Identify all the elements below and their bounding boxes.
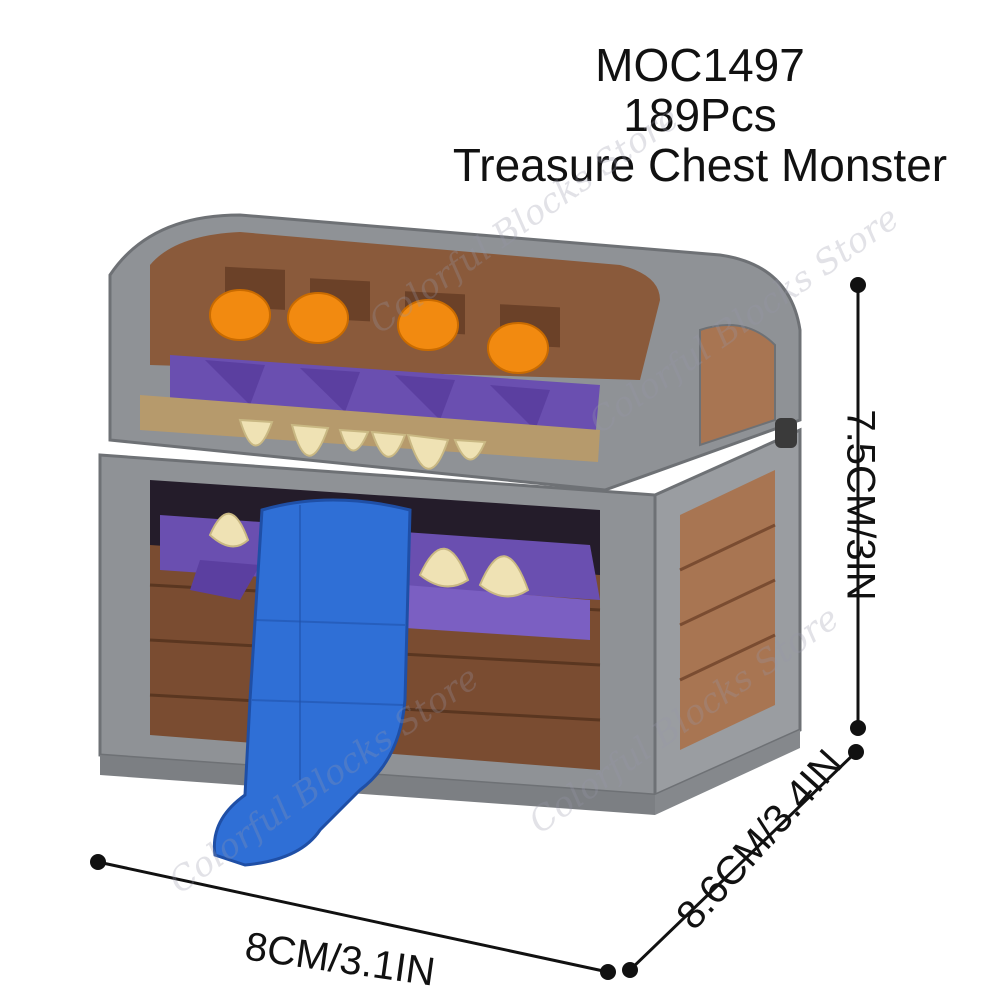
depth-dimension-line: [628, 750, 858, 972]
product-name: Treasure Chest Monster: [452, 139, 948, 191]
eye-1: [209, 289, 271, 341]
upper-jaw: [140, 355, 600, 470]
monster-eyes: [209, 289, 549, 374]
blue-tongue: [212, 498, 412, 867]
product-title-block: MOC1497 189Pcs Treasure Chest Monster: [420, 40, 980, 190]
eye-4: [487, 322, 549, 374]
width-dimension-line: [97, 860, 609, 974]
eye-3: [397, 299, 459, 351]
piece-count: 189Pcs: [623, 89, 777, 141]
eye-2: [287, 292, 349, 344]
dimension-lines: [90, 277, 866, 980]
height-dimension-label: 7.5CM/3IN: [838, 409, 883, 601]
model-code: MOC1497: [595, 39, 805, 91]
